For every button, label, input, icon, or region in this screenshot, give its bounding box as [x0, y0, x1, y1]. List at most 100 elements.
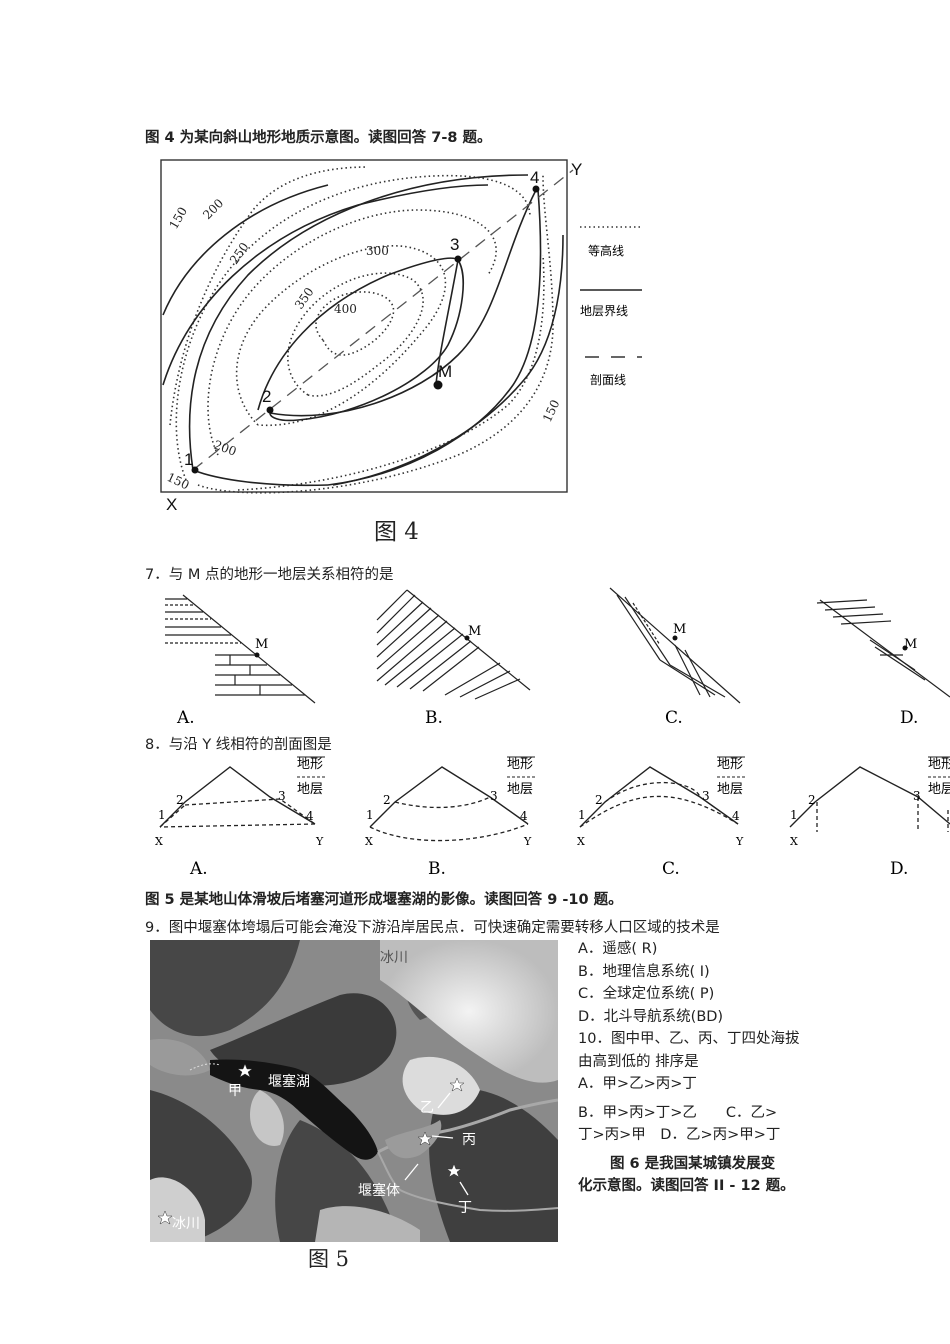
svg-text:X: X	[790, 835, 798, 848]
label-yi: 乙	[420, 1100, 434, 1116]
option-7b-label: B.	[425, 708, 443, 728]
svg-text:1: 1	[790, 808, 798, 822]
intro-fig4: 图 4 为某向斜山地形地质示意图。读图回答 7-8 题。	[145, 130, 492, 146]
right-column: A．遥感( R) B．地理信息系统( I) C．全球定位系统( P) D．北斗导…	[578, 938, 799, 1198]
option-7a-label: A.	[176, 708, 195, 728]
label-dammed-lake: 堰塞湖	[268, 1073, 310, 1090]
option-7b-m: M	[468, 624, 481, 639]
contour-label-300: 300	[366, 244, 389, 258]
corner-label-x: X	[166, 495, 177, 514]
question-9-stem: 9．图中堰塞体垮塌后可能会淹没下游沿岸居民点．可快速确定需要转移人口区域的技术是	[145, 920, 720, 936]
contour-label-400: 400	[334, 302, 357, 316]
option-7a-diagram	[165, 594, 316, 704]
fig4-legend: 等高线 地层界线 剖面线	[580, 226, 642, 387]
svg-text:4: 4	[520, 809, 528, 823]
svg-text:Y: Y	[523, 835, 532, 848]
option-8d-legend-bottom: 地层	[928, 782, 950, 797]
point-label-4: 4	[530, 168, 539, 187]
figure-4-caption: 图 4	[374, 519, 419, 545]
option-8b-label: B.	[428, 859, 446, 879]
svg-text:Y: Y	[735, 835, 744, 848]
figure-5-image: 冰川 堰塞湖 甲 乙 丙 堰塞体 丁 冰川	[150, 940, 558, 1242]
option-8d-label: D.	[890, 859, 908, 879]
figure-4-map: 150 200 250 300 350 400 200 150 150 1 2 …	[160, 159, 642, 514]
option-8a-legend-bottom: 地层	[297, 782, 323, 797]
option-7c-label: C.	[665, 708, 683, 728]
profile-line	[192, 169, 574, 471]
corner-label-y: Y	[571, 160, 582, 179]
legend-strata: 地层界线	[580, 304, 628, 318]
question-8-stem: 8．与沿 Y 线相符的剖面图是	[145, 737, 332, 753]
q10-options-line1: B．甲>丙>丁>乙 C．乙>	[578, 1104, 778, 1121]
option-8b-legend-top: 地形	[507, 757, 533, 772]
point-label-m: M	[438, 362, 452, 381]
q9-option-d: D．北斗导航系统(BD)	[578, 1008, 724, 1025]
option-8d-diagram: 地形 地层 1 2 3 X D.	[789, 756, 950, 879]
svg-text:1: 1	[366, 808, 374, 822]
svg-text:3: 3	[490, 789, 498, 803]
fig5-labels: 冰川 堰塞湖 甲 乙 丙 堰塞体 丁 冰川	[172, 950, 476, 1232]
svg-text:1: 1	[578, 808, 586, 822]
option-8a-label: A.	[189, 859, 208, 879]
map-points	[191, 185, 540, 474]
option-8c-label: C.	[662, 859, 680, 879]
q10-option-a: A．甲>乙>丙>丁	[578, 1076, 697, 1092]
option-8c-legend-bottom: 地层	[717, 782, 743, 797]
intro-fig6-line1: 图 6 是我国某城镇发展变	[610, 1155, 776, 1172]
legend-contour: 等高线	[588, 243, 624, 258]
question-8-options: 地形 地层 1 2 3 4 X Y A. 地形 地层 1 2 3 4 X Y B…	[155, 756, 950, 879]
svg-text:X: X	[155, 835, 163, 848]
point-labels: 1 2 3 4 M Y X	[166, 160, 582, 514]
svg-text:4: 4	[306, 809, 314, 823]
contour-lines	[169, 166, 554, 494]
option-8a-legend-top: 地形	[297, 757, 323, 772]
point-label-2: 2	[262, 387, 271, 406]
question-7-stem: 7．与 M 点的地形一地层关系相符的是	[145, 567, 394, 583]
svg-text:2: 2	[808, 793, 816, 807]
option-8d-legend-top: 地形	[928, 757, 950, 772]
option-8c-diagram: 地形 地层 1 2 3 4 X Y C.	[577, 756, 745, 879]
option-7c-m: M	[673, 622, 686, 637]
label-jia: 甲	[228, 1083, 242, 1099]
option-8b-legend-bottom: 地层	[507, 782, 533, 797]
option-8c-legend-top: 地形	[717, 757, 743, 772]
svg-text:1: 1	[158, 808, 166, 822]
option-8a-diagram: 地形 地层 1 2 3 4 X Y A.	[155, 756, 325, 879]
legend-profile: 剖面线	[590, 373, 626, 387]
svg-text:Y: Y	[315, 835, 324, 848]
option-7b-diagram	[376, 589, 531, 700]
q9-option-c: C．全球定位系统( P)	[578, 986, 715, 1002]
label-dam-body: 堰塞体	[358, 1182, 400, 1199]
point-label-3: 3	[450, 235, 459, 254]
svg-text:4: 4	[732, 809, 740, 823]
svg-text:3: 3	[702, 789, 710, 803]
q10-stem-line2: 由高到低的 排序是	[578, 1053, 699, 1070]
option-7d-label: D.	[900, 708, 918, 728]
location-stars	[157, 1063, 465, 1225]
strata-lines	[162, 174, 564, 487]
q10-options-line2: 丁>丙>甲 D．乙>丙>甲>丁	[578, 1127, 781, 1143]
label-ding: 丁	[458, 1200, 472, 1216]
q10-stem-line1: 10．图中甲、乙、丙、丁四处海拔	[578, 1031, 800, 1047]
svg-text:X: X	[365, 835, 373, 848]
map-frame	[160, 159, 568, 493]
intro-fig5: 图 5 是某地山体滑坡后堵塞河道形成堰塞湖的影像。读图回答 9 -10 题。	[145, 892, 623, 908]
option-8b-diagram: 地形 地层 1 2 3 4 X Y B.	[365, 756, 535, 879]
label-glacier-bottom: 冰川	[172, 1216, 200, 1232]
figure-5-caption: 图 5	[308, 1247, 350, 1271]
point-label-1: 1	[184, 450, 193, 469]
q9-option-a: A．遥感( R)	[578, 941, 658, 957]
option-7a-m: M	[255, 637, 268, 652]
svg-text:2: 2	[176, 793, 184, 807]
label-arrows	[404, 1092, 469, 1196]
label-bing: 丙	[462, 1132, 476, 1148]
svg-text:X: X	[577, 835, 585, 848]
option-7c-diagram	[609, 587, 741, 704]
question-7-options: M A. M B. M C. M D.	[165, 587, 950, 728]
option-7d-diagram	[816, 599, 950, 698]
svg-text:3: 3	[278, 789, 286, 803]
option-7d-m: M	[904, 637, 917, 652]
svg-text:2: 2	[595, 793, 603, 807]
svg-text:2: 2	[383, 793, 391, 807]
q9-option-b: B．地理信息系统( I)	[578, 963, 710, 980]
